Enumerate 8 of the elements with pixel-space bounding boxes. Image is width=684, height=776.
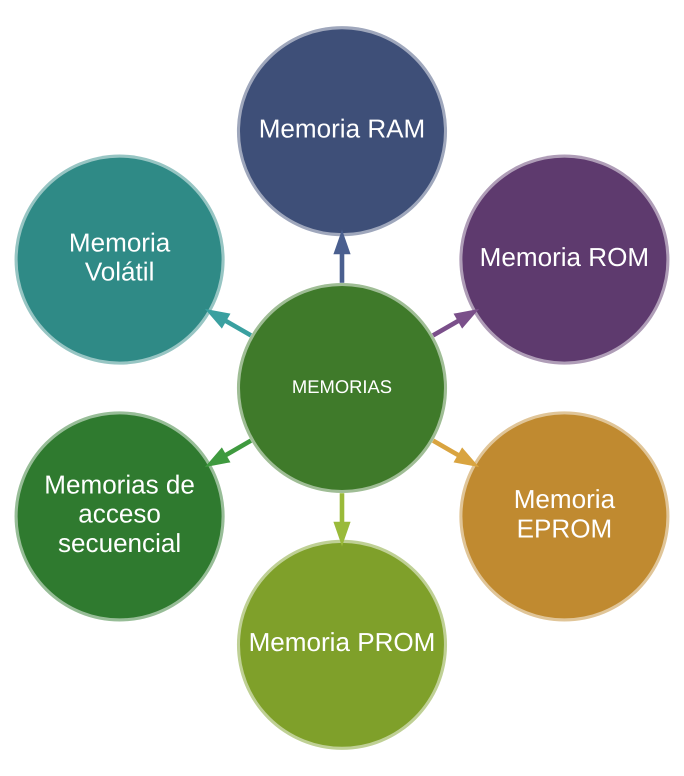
arrow: [204, 308, 252, 338]
node-circle: Memoria RAM: [234, 23, 450, 240]
node-circle: Memoria PROM: [234, 536, 450, 753]
arrow: [432, 308, 480, 338]
arrow: [333, 230, 351, 283]
arrow: [432, 438, 480, 468]
arrow: [204, 438, 252, 468]
arrow: [333, 493, 351, 546]
